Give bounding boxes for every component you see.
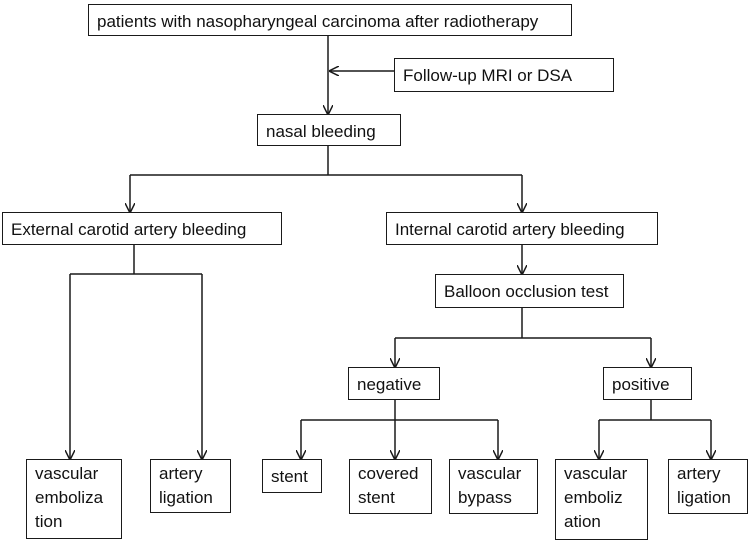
balloon-occlusion-box: Balloon occlusion test xyxy=(435,274,624,308)
followup-box: Follow-up MRI or DSA xyxy=(394,58,614,92)
pos-embolization-box: vascular emboliz ation xyxy=(555,459,648,540)
nasal-bleeding-box: nasal bleeding xyxy=(257,114,401,146)
root-box: patients with nasopharyngeal carcinoma a… xyxy=(88,4,572,36)
ext-embolization-box: vascular emboliza tion xyxy=(26,459,122,539)
vascular-bypass-box: vascular bypass xyxy=(449,459,538,514)
internal-carotid-box: Internal carotid artery bleeding xyxy=(386,212,658,245)
stent-box: stent xyxy=(262,459,322,493)
pos-ligation-box: artery ligation xyxy=(668,459,748,514)
positive-box: positive xyxy=(603,367,692,400)
negative-box: negative xyxy=(348,367,440,400)
ext-ligation-box: artery ligation xyxy=(150,459,231,513)
covered-stent-box: covered stent xyxy=(349,459,432,514)
external-carotid-box: External carotid artery bleeding xyxy=(2,212,282,245)
